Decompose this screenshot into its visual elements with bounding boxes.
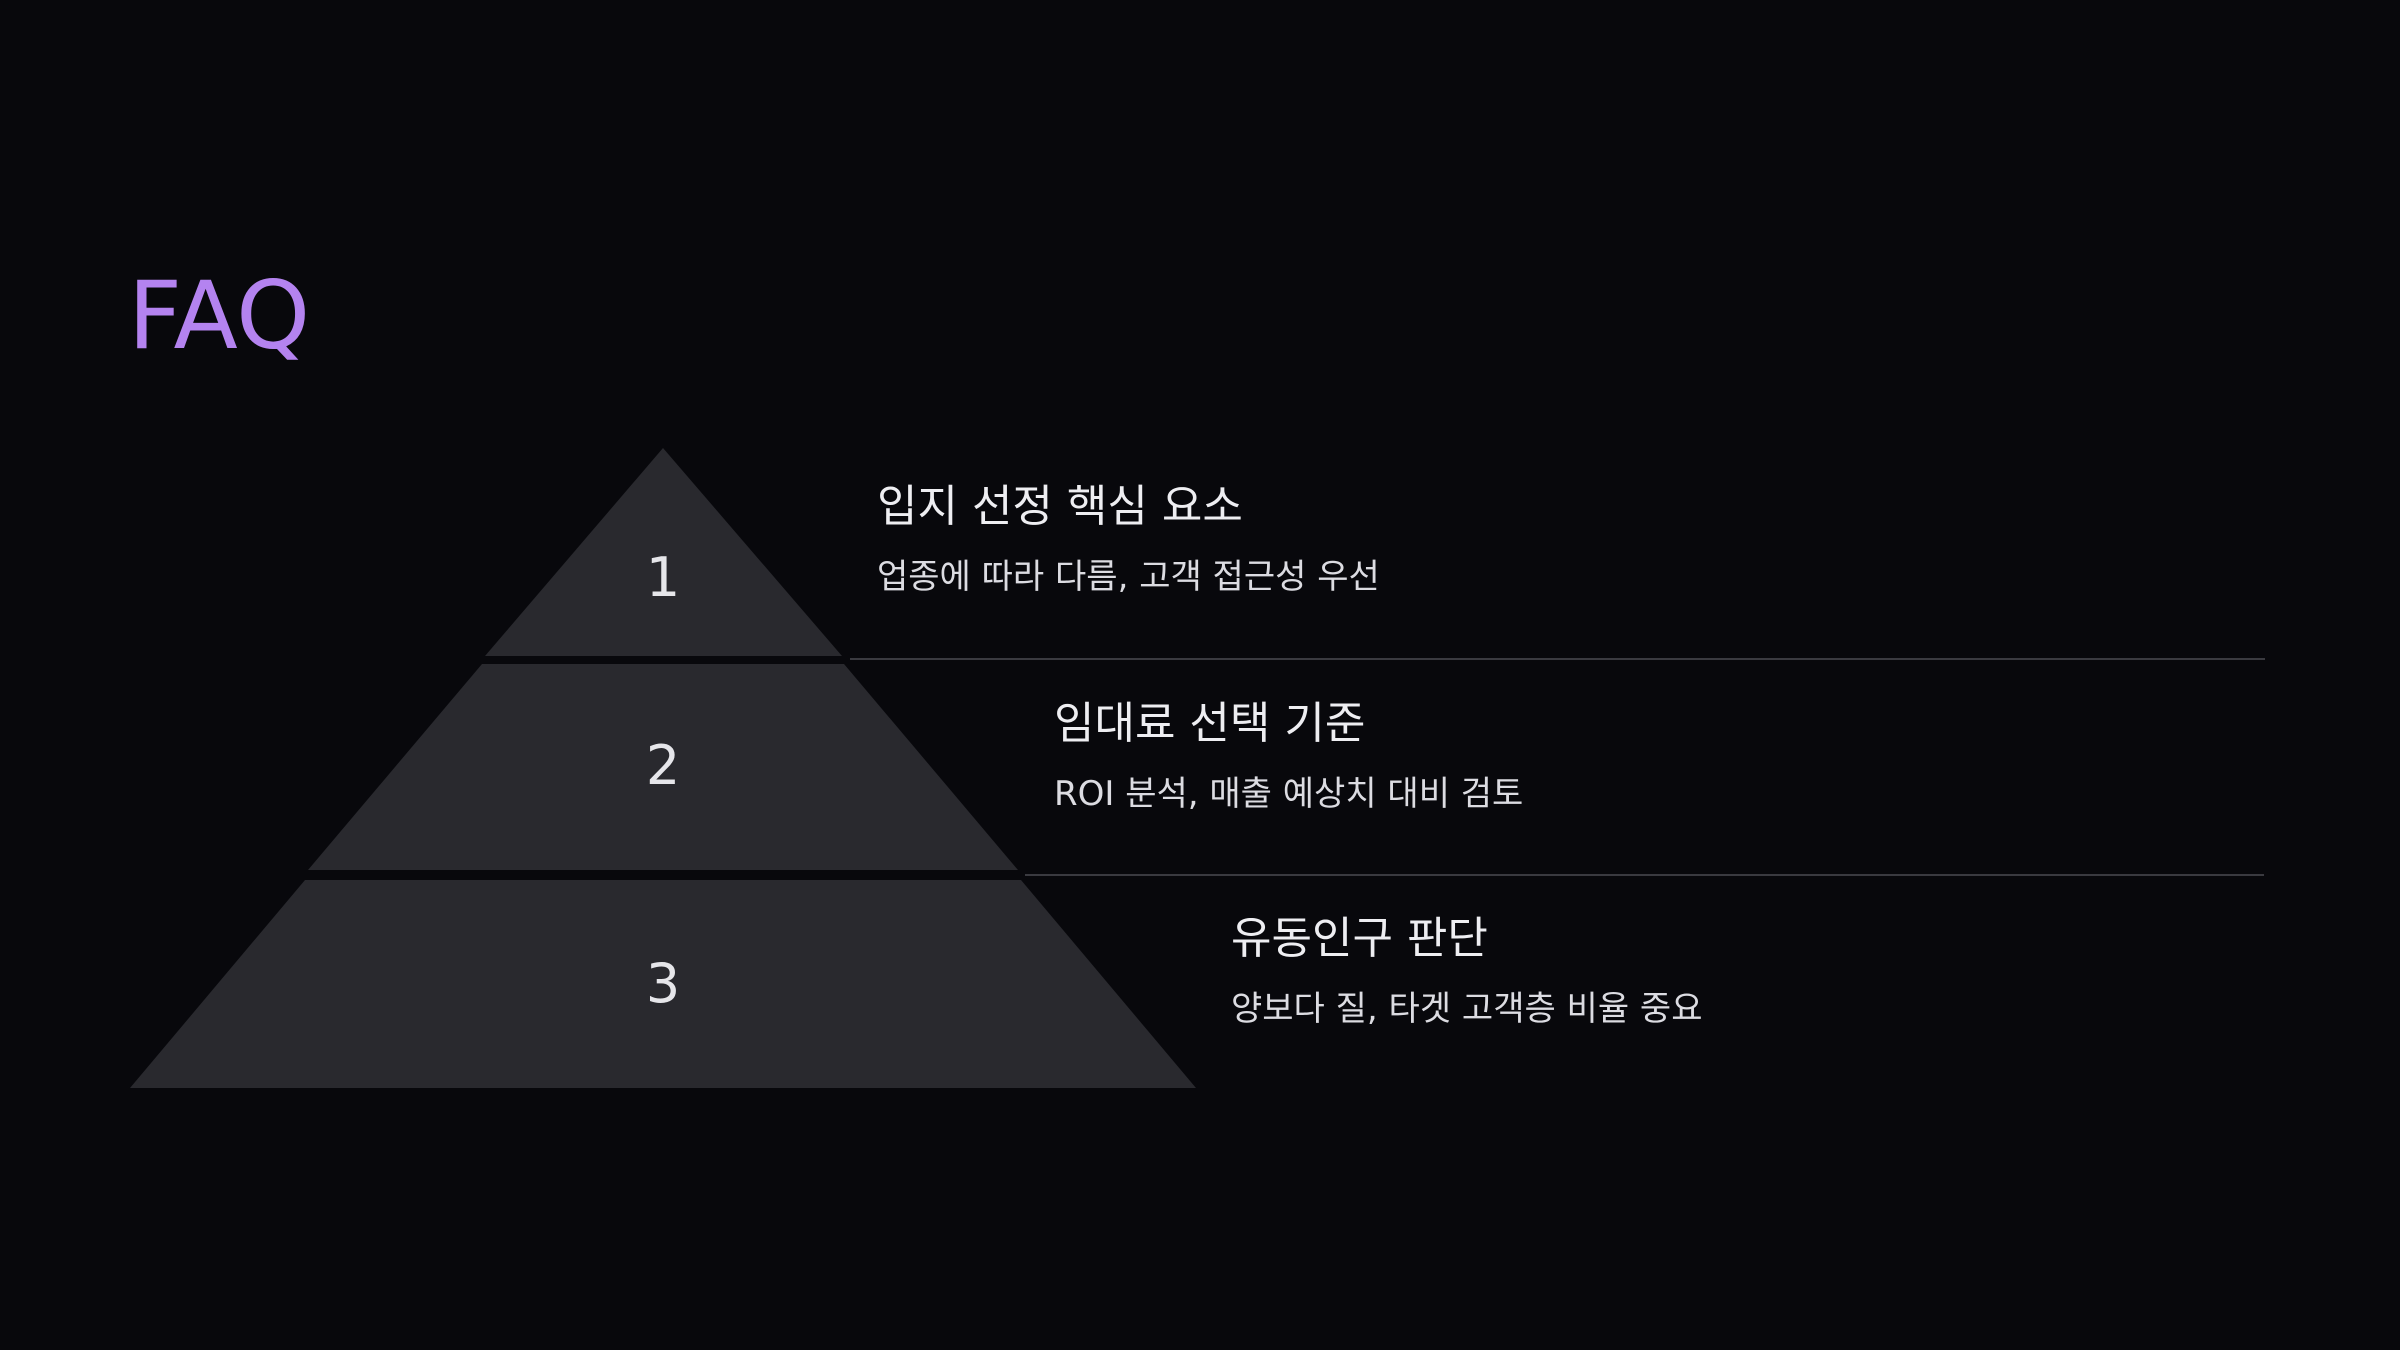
faq-item-body: ROI 분석, 매출 예상치 대비 검토 [1054,774,1524,814]
faq-item-3: 유동인구 판단 양보다 질, 타겟 고객층 비율 중요 [1231,911,1703,1031]
faq-item-heading: 유동인구 판단 [1231,913,1488,964]
pyramid-tier-1 [485,448,842,656]
faq-item-body: 양보다 질, 타겟 고객층 비율 중요 [1231,989,1703,1029]
divider-1 [850,658,2265,660]
faq-item-heading: 임대료 선택 기준 [1054,698,1366,749]
tier-number-1: 1 [645,546,681,609]
slide-title: FAQ [128,262,311,371]
pyramid-tier-3 [130,880,1196,1088]
faq-item-body: 업종에 따라 다름, 고객 접근성 우선 [877,557,1380,597]
tier-number-3: 3 [645,952,681,1015]
pyramid-tier-2 [308,664,1018,870]
faq-item-2: 임대료 선택 기준 ROI 분석, 매출 예상치 대비 검토 [1054,696,1523,816]
faq-item-1: 입지 선정 핵심 요소 업종에 따라 다름, 고객 접근성 우선 [877,479,1380,599]
divider-2 [1025,874,2264,876]
tier-number-2: 2 [645,734,681,797]
faq-item-heading: 입지 선정 핵심 요소 [877,481,1243,532]
